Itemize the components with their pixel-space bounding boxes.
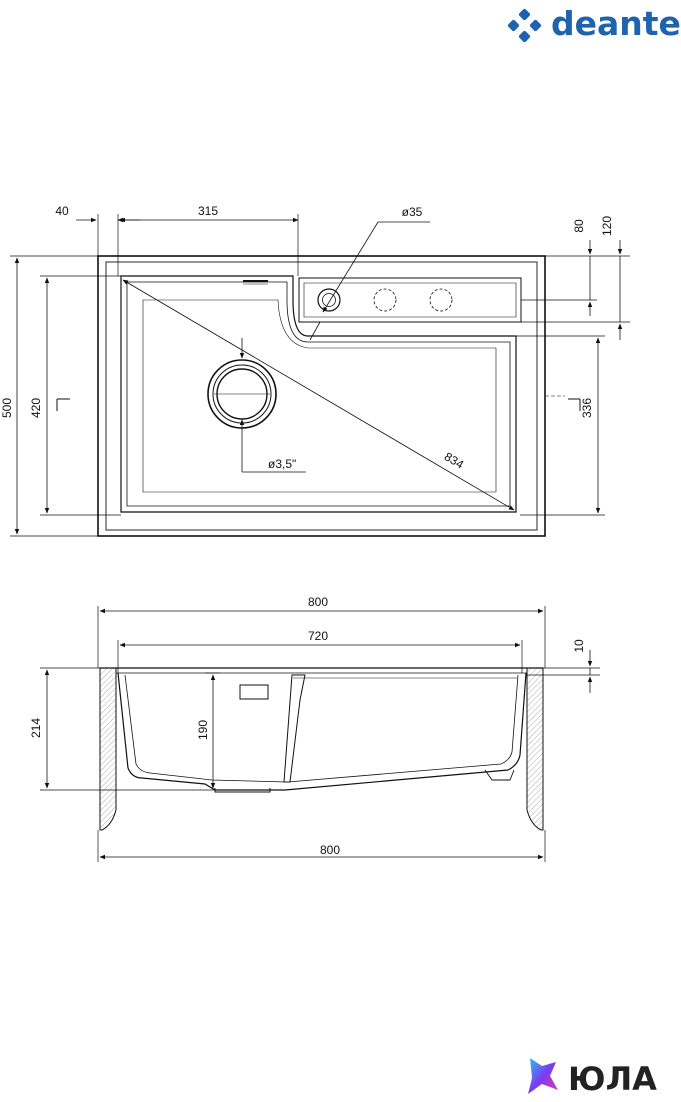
brand-name: deante: [551, 4, 681, 43]
sink-outer-inner-line: [105, 261, 538, 531]
bowl-foot: [484, 769, 515, 781]
dim-diagonal: 834: [442, 449, 467, 471]
dim-inner-depth: 420: [29, 398, 43, 418]
sink-outer-outline: [97, 255, 546, 537]
dim-bowl-height: 190: [196, 720, 210, 740]
bowl-profile: [117, 672, 527, 791]
dim-bowl-depth: 336: [580, 398, 594, 418]
dim-inner-width: 720: [308, 629, 328, 643]
dimension-labels: 40 315 ø35 80 120 500 420 336 ø3,5" 834 …: [0, 204, 614, 857]
deante-logo-icon: [507, 8, 542, 43]
tap-deck: [298, 277, 522, 323]
dim-bottom-width: 800: [320, 843, 340, 857]
technical-drawing: 40 315 ø35 80 120 500 420 336 ø3,5" 834 …: [0, 204, 630, 862]
dim-top-offset-a: 80: [572, 219, 586, 233]
bowl-profile-inner: [124, 674, 519, 783]
dim-total-height: 214: [29, 718, 43, 738]
brand-logo: deante: [507, 4, 681, 43]
tap-hole-2: [373, 288, 397, 312]
yula-logo-icon: [528, 1058, 558, 1094]
dim-total-width: 800: [308, 595, 328, 609]
dim-tap-hole: ø35: [402, 205, 423, 219]
bowl-outline-inner: [126, 281, 511, 507]
dim-left-offset: 40: [55, 204, 69, 218]
tap-hole-3: [429, 288, 453, 312]
sink-wall-right: [526, 667, 544, 831]
dim-top-offset-b: 120: [600, 216, 614, 236]
dim-total-depth: 500: [0, 398, 14, 418]
sink-wall-left: [99, 667, 117, 831]
side-view: [40, 606, 600, 862]
watermark: ЮЛА: [528, 1058, 657, 1098]
tap-hole-1: [317, 288, 341, 312]
dim-drain-position: 315: [198, 204, 218, 218]
divider-profile: [283, 674, 306, 783]
overflow-slot-side: [239, 684, 269, 700]
watermark-text: ЮЛА: [568, 1060, 657, 1098]
dim-drain: ø3,5": [268, 457, 296, 471]
dim-rim: 10: [572, 639, 586, 653]
top-view: [10, 214, 630, 537]
